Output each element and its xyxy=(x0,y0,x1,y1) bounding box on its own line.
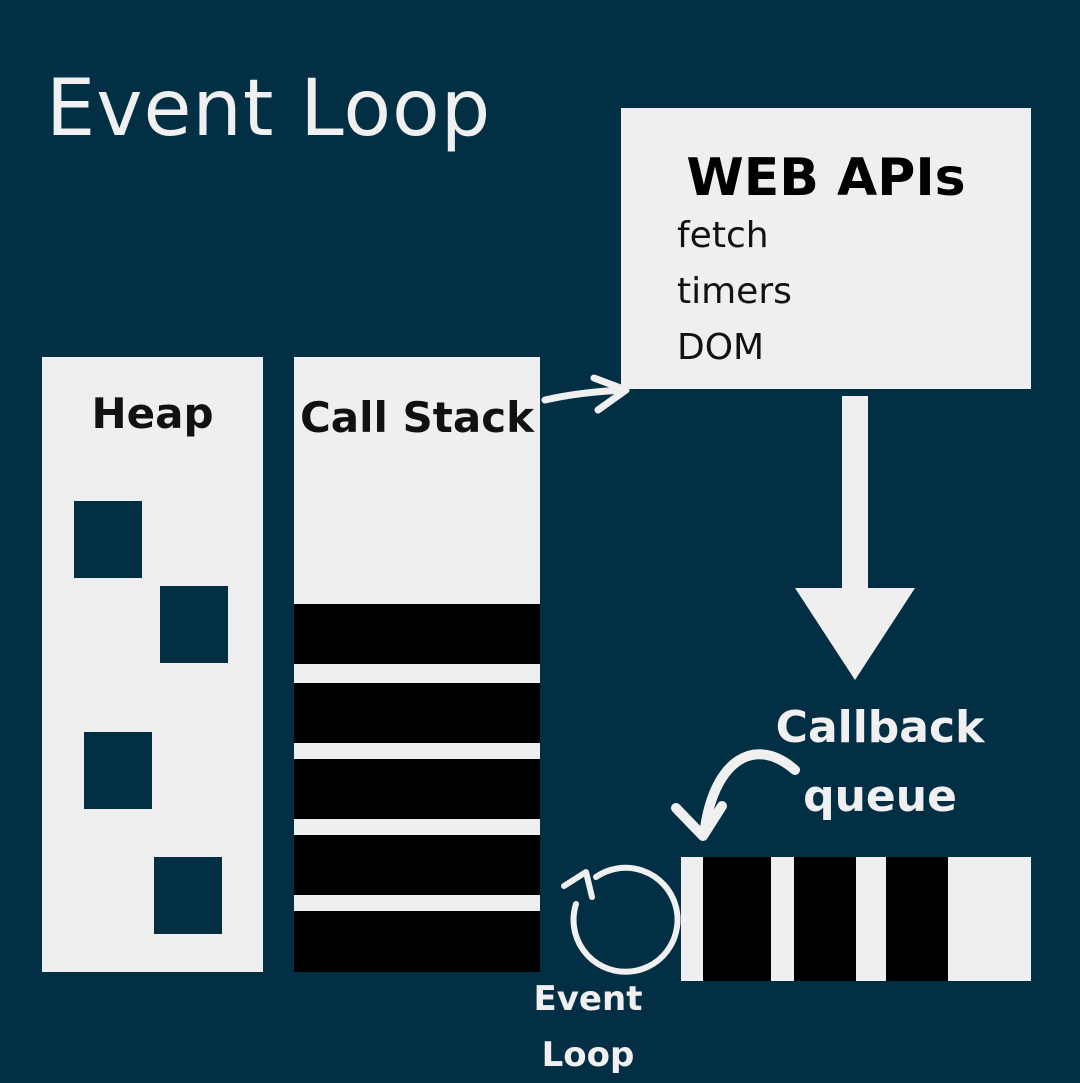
event-loop-cycle-icon xyxy=(561,864,681,975)
heap-object xyxy=(74,501,142,578)
heap-object xyxy=(160,586,228,663)
queue-item xyxy=(794,857,856,981)
web-apis-panel: WEB APIs fetch timers DOM xyxy=(621,108,1031,389)
queue-item xyxy=(886,857,948,981)
callback-queue-label-line2: queue xyxy=(803,771,957,822)
stack-frame xyxy=(294,835,540,895)
heap-panel: Heap xyxy=(42,357,263,972)
queue-to-loop-curved-arrow-icon xyxy=(671,749,800,841)
heap-object xyxy=(84,732,152,809)
web-api-item-timers: timers xyxy=(677,271,792,312)
callback-queue-label: Callback queue xyxy=(760,693,1000,831)
stack-frame xyxy=(294,604,540,664)
call-stack-panel: Call Stack xyxy=(294,357,540,972)
stack-frame xyxy=(294,759,540,819)
web-api-item-fetch: fetch xyxy=(677,215,769,256)
event-loop-label-line2: Loop xyxy=(541,1035,635,1075)
webapi-to-queue-arrow-icon xyxy=(795,396,915,680)
stack-to-webapi-arrow-icon xyxy=(541,374,630,414)
callback-queue-panel xyxy=(681,857,1031,981)
web-api-item-dom: DOM xyxy=(677,327,765,368)
event-loop-label: Event Loop xyxy=(498,971,678,1083)
callback-queue-label-line1: Callback xyxy=(775,702,985,753)
call-stack-label: Call Stack xyxy=(299,393,535,442)
heap-object xyxy=(154,857,222,934)
web-apis-title: WEB APIs xyxy=(686,148,966,208)
diagram-title: Event Loop xyxy=(46,64,492,154)
stack-frame xyxy=(294,683,540,743)
queue-item xyxy=(703,857,771,981)
heap-label: Heap xyxy=(91,389,214,438)
event-loop-label-line1: Event xyxy=(533,979,643,1019)
stack-frame xyxy=(294,911,540,972)
